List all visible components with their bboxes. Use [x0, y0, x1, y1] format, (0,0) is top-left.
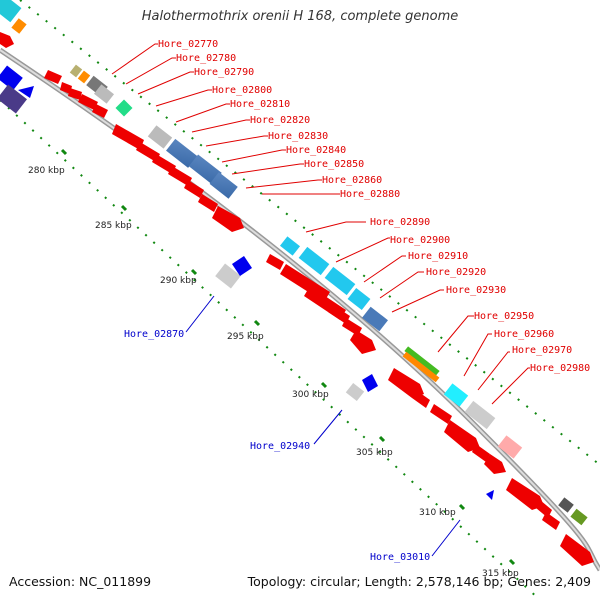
major-ticks: [60, 148, 516, 566]
reverse-labels: Hore_02870 Hore_02940 Hore_03010: [124, 329, 430, 563]
gene-label: Hore_02970: [512, 345, 572, 356]
map-title: Halothermothrix orenii H 168, complete g…: [141, 9, 459, 24]
gene-label: Hore_02850: [304, 159, 364, 170]
tick-track-inner: [0, 99, 541, 600]
gene-label: Hore_02960: [494, 329, 554, 340]
scale-label: 280 kbp: [28, 166, 65, 176]
gene-label: Hore_02940: [250, 441, 310, 452]
gene-label: Hore_02800: [212, 85, 272, 96]
gene-label: Hore_02770: [158, 39, 218, 50]
gene-label: Hore_02920: [426, 267, 486, 278]
scale-label: 310 kbp: [419, 508, 456, 518]
forward-genes[interactable]: [69, 64, 588, 526]
left-fragments[interactable]: [0, 0, 34, 114]
gene-cyan-top: [0, 0, 22, 23]
topology-text: Topology: circular; Length: 2,578,146 bp…: [247, 574, 591, 589]
gene-label: Hore_02900: [390, 235, 450, 246]
scale-label: 315 kbp: [482, 569, 519, 579]
gene-label: Hore_03010: [370, 552, 430, 563]
gene-orange-top: [11, 18, 27, 34]
gene-label: Hore_02910: [408, 251, 468, 262]
gene-blue-left: [0, 65, 23, 91]
scale-label: 305 kbp: [356, 448, 393, 458]
scale-label: 295 kbp: [227, 332, 264, 342]
gene-label: Hore_02930: [446, 285, 506, 296]
scale-label: 290 kbp: [160, 276, 197, 286]
gene-red-top: [0, 32, 14, 48]
accession-text: Accession: NC_011899: [9, 574, 152, 589]
scale-labels: 280 kbp 285 kbp 290 kbp 295 kbp 300 kbp …: [28, 166, 519, 579]
forward-red-arrows[interactable]: [44, 70, 594, 566]
gene-label: Hore_02880: [340, 189, 400, 200]
reverse-genes[interactable]: [215, 256, 494, 500]
forward-leader-lines: [111, 43, 530, 405]
reverse-leader-lines: [185, 295, 461, 557]
gene-navy-left: [0, 84, 27, 114]
gene-blue-arrow-left: [18, 86, 34, 98]
scale-label: 300 kbp: [292, 390, 329, 400]
gene-label: Hore_02810: [230, 99, 290, 110]
gene-label: Hore_02860: [322, 175, 382, 186]
gene-label: Hore_02840: [286, 145, 346, 156]
gene-label: Hore_02950: [474, 311, 534, 322]
scale-label: 285 kbp: [95, 221, 132, 231]
gene-label: Hore_02980: [530, 363, 590, 374]
gene-label: Hore_02790: [194, 67, 254, 78]
gene-label: Hore_02780: [176, 53, 236, 64]
gene-label: Hore_02870: [124, 329, 184, 340]
gene-label: Hore_02890: [370, 217, 430, 228]
forward-labels: Hore_02770 Hore_02780 Hore_02790 Hore_02…: [158, 39, 590, 374]
gene-label: Hore_02830: [268, 131, 328, 142]
gene-label: Hore_02820: [250, 115, 310, 126]
